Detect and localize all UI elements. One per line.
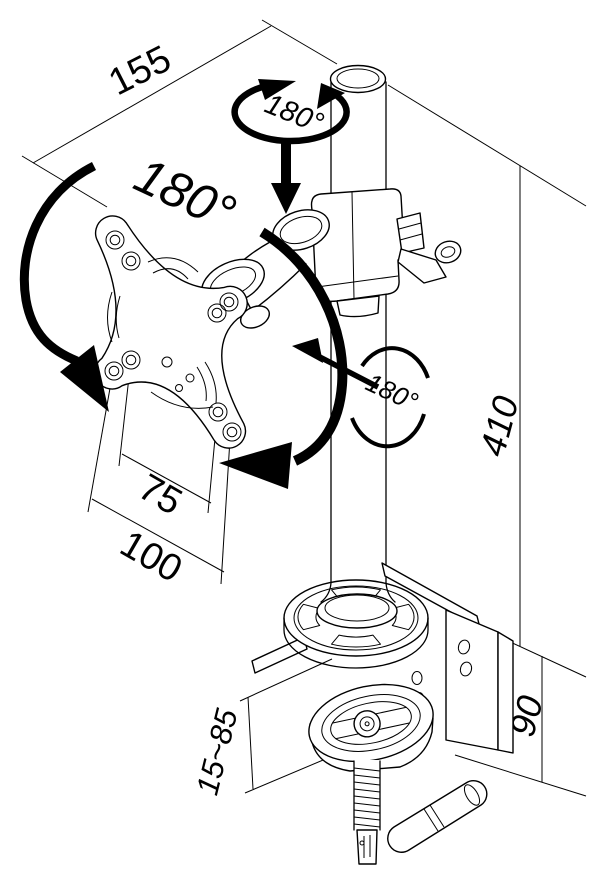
extension-line [387, 84, 587, 207]
vesa-screw-holes [104, 230, 242, 442]
clamp-screw [353, 760, 381, 865]
lever-knob [434, 240, 462, 264]
dimension-vesa-75-label: 75 [131, 466, 189, 524]
lever-grip [397, 248, 447, 284]
arrowhead [292, 338, 323, 363]
extension-line [239, 658, 333, 702]
dimension-clamp-range-label: 15~85 [189, 705, 244, 799]
arrowhead [258, 79, 296, 100]
mount-product [94, 64, 514, 865]
clamp-lever [396, 212, 462, 284]
arrowhead [219, 442, 292, 489]
dimension-line [121, 453, 212, 504]
pad-screw-boss [353, 710, 381, 738]
vesa-plate [94, 215, 248, 449]
clamp-pad [308, 683, 434, 772]
dimension-line [32, 25, 272, 164]
pole-clamp-housing [310, 188, 405, 318]
dimension-line [91, 498, 225, 573]
dimension-line [247, 696, 254, 790]
dimension-arm-reach-label: 155 [102, 38, 178, 104]
dimension-pole-height-label: 410 [471, 392, 526, 461]
clamp-handle [387, 780, 488, 853]
extension-line [261, 19, 338, 65]
arrowhead [317, 83, 345, 109]
extension-line [454, 754, 587, 797]
base-hub [316, 593, 398, 629]
arrowhead [271, 183, 301, 214]
dimension-vesa-100-label: 100 [113, 523, 189, 591]
arrowhead [60, 345, 109, 412]
base-disc [283, 579, 429, 669]
rotation-monitor-label: 180° [126, 147, 243, 241]
rotation-top-label: 180° [260, 88, 328, 140]
extension-line [87, 376, 113, 513]
screw-tip [356, 829, 378, 865]
extension-line [244, 754, 336, 794]
